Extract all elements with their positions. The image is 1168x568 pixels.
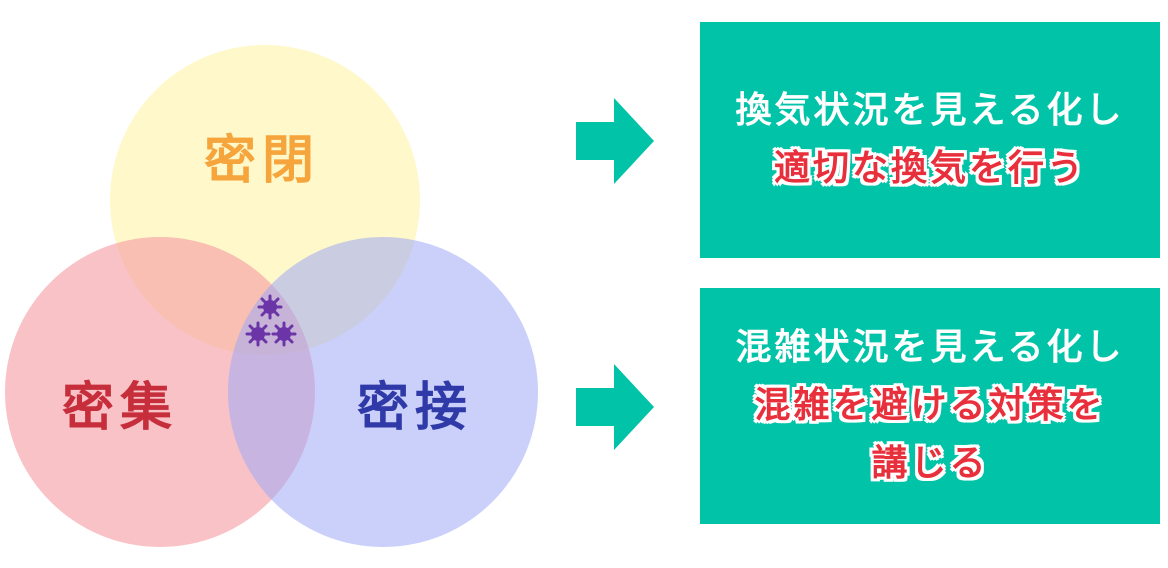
action-box-congestion: 混雑状況を見える化し 混雑を避ける対策を 講じる (700, 288, 1160, 524)
box-line-highlight: 適切な換気を行う (773, 148, 1086, 189)
action-box-ventilation: 換気状況を見える化し 適切な換気を行う (700, 22, 1160, 258)
circle-right (228, 237, 538, 547)
arrow-right-icon (576, 364, 654, 450)
label-right: 密接 (357, 378, 473, 438)
box-line: 換気状況を見える化し (735, 90, 1125, 131)
virus-icon (245, 294, 297, 347)
label-top: 密閉 (204, 131, 320, 191)
circle-left (5, 237, 315, 547)
box-line: 混雑状況を見える化し (735, 327, 1125, 368)
arrow-right-icon (576, 98, 654, 184)
label-left: 密集 (62, 378, 178, 438)
box-line-highlight: 講じる (871, 443, 989, 484)
venn-diagram: 密閉 密集 密接 (5, 45, 538, 547)
box-line-highlight: 混雑を避ける対策を (754, 385, 1106, 426)
